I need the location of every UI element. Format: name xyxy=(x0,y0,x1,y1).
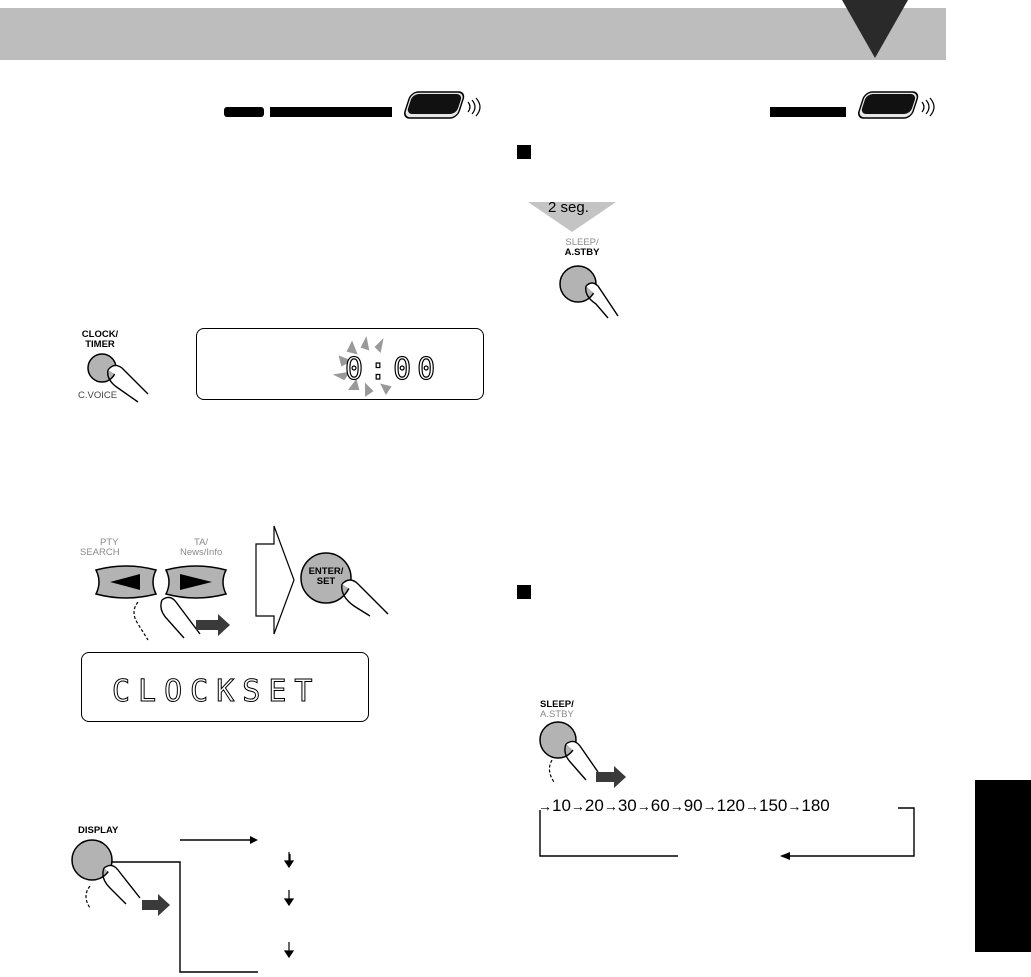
arrow-right-icon: → xyxy=(702,798,717,814)
finger-press-icon xyxy=(133,596,201,641)
black-bar-left xyxy=(270,107,392,117)
arrow-right-icon: → xyxy=(636,798,651,814)
section-bullet xyxy=(517,585,531,599)
lcd-text-clock: 0:00 xyxy=(344,351,442,387)
left-right-buttons xyxy=(94,565,228,641)
side-tab xyxy=(975,780,1031,952)
sleep-astby-button-bottom[interactable] xyxy=(536,720,636,790)
blink-rays-icon xyxy=(332,335,392,397)
sleep-value: 60 xyxy=(650,796,670,815)
arrow-right-icon: → xyxy=(787,798,802,814)
step-arrow-icon xyxy=(255,525,295,635)
arrow-right-icon: → xyxy=(669,798,684,814)
lcd-text-clockset: CLOCKSET xyxy=(112,674,321,710)
enter-set-label: ENTER/ SET xyxy=(308,566,344,587)
page-next-arrow-icon[interactable] xyxy=(838,0,910,60)
sleep-astby-button-top[interactable] xyxy=(556,262,626,326)
sleep-value: 30 xyxy=(617,796,637,815)
remote-control-icon xyxy=(404,91,481,119)
finger-press-icon xyxy=(585,282,619,319)
sleep-cycle-loop xyxy=(539,807,915,860)
right-arrow-button[interactable] xyxy=(164,565,228,599)
hold-badge xyxy=(528,202,616,232)
sleep-value: 180 xyxy=(801,796,830,815)
clock-timer-label: CLOCK/ TIMER xyxy=(81,329,119,350)
sleep-value: 150 xyxy=(758,796,788,815)
enter-set-button[interactable] xyxy=(300,548,392,618)
section-bullet xyxy=(517,145,531,159)
lcd-display-clock xyxy=(196,328,484,400)
finger-press-icon xyxy=(107,364,149,403)
arrow-right-icon: → xyxy=(744,798,759,814)
black-bar-right xyxy=(770,107,846,117)
black-tag-small xyxy=(224,107,264,117)
finger-press-icon xyxy=(341,579,389,617)
c-voice-label: C.VOICE xyxy=(78,390,118,401)
pty-search-label: PTY SEARCH xyxy=(80,537,120,558)
remote-control-icon xyxy=(858,91,935,119)
finger-press-icon xyxy=(548,740,599,783)
arrow-right-icon: → xyxy=(570,798,585,814)
header-band xyxy=(0,8,946,60)
lcd-display-clockset xyxy=(81,652,369,722)
display-flow-diagram xyxy=(112,836,291,973)
sleep-astby-label-top: SLEEP/ A.STBY xyxy=(564,237,600,258)
arrow-right-icon: → xyxy=(538,798,552,814)
clock-timer-button[interactable] xyxy=(84,350,154,403)
sleep-value: 10 xyxy=(552,796,571,815)
sleep-value: 90 xyxy=(683,796,703,815)
display-label: DISPLAY xyxy=(78,825,119,836)
sleep-value: 20 xyxy=(584,796,604,815)
display-button[interactable] xyxy=(70,838,180,918)
display-step-arrows xyxy=(283,852,295,959)
left-arrow-button[interactable] xyxy=(94,565,158,599)
sleep-astby-label-bottom: SLEEP/ A.STBY xyxy=(540,699,574,720)
finger-press-icon xyxy=(85,864,141,909)
hold-badge-label: 2 seg. xyxy=(548,199,589,216)
motion-arrow-icon xyxy=(196,614,230,636)
sleep-value: 120 xyxy=(716,796,745,815)
arrow-right-icon: → xyxy=(603,798,618,814)
sleep-sequence: → 10 → 20 → 30 → 60 → 90 → 120 → 150 → 1… xyxy=(538,794,908,818)
ta-news-info-label: TA/ News/Info xyxy=(180,537,223,558)
